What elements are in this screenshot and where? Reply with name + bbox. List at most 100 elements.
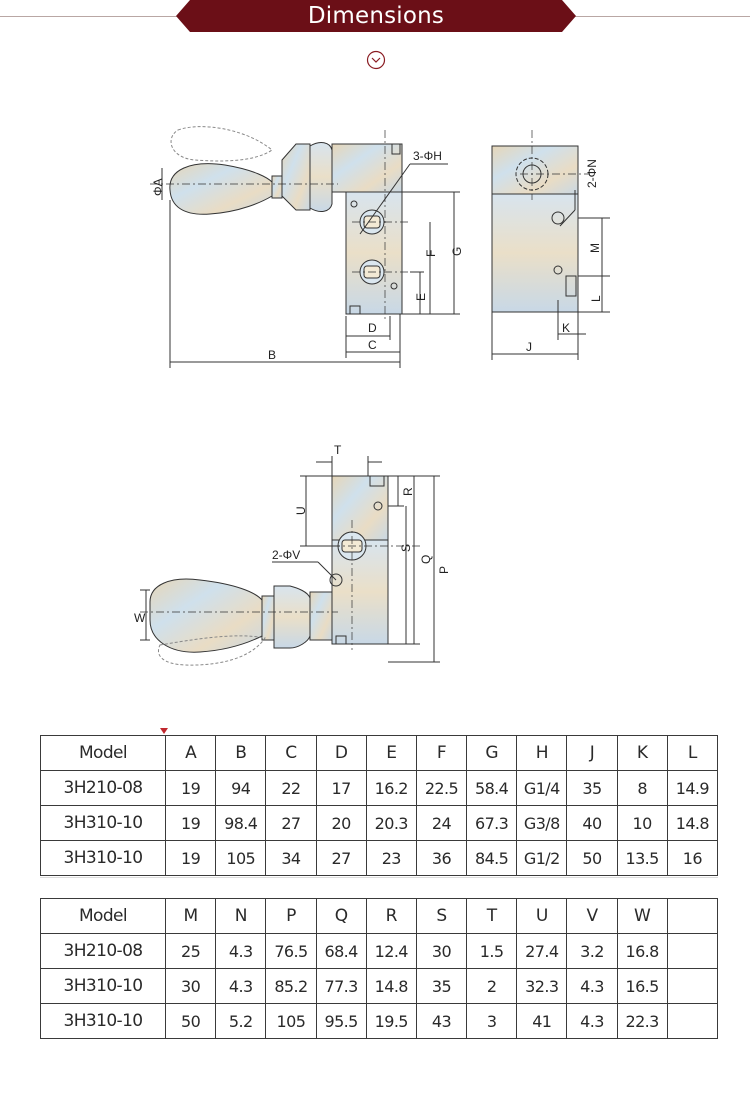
svg-text:G: G [450,247,464,256]
table-cell: 14.9 [666,770,719,806]
side-view-labels: J K L M 2-ΦN [526,159,603,354]
table-cell: 67.3 [466,805,518,841]
table-cell: 3H210-08 [40,770,166,806]
table-cell: 23 [365,840,417,876]
svg-text:U: U [294,506,308,515]
table-cell: 14.8 [666,805,719,841]
svg-text:F: F [424,250,438,257]
table-cell: 22.5 [415,770,468,806]
table-header-cell: U [516,898,568,934]
svg-text:K: K [562,321,570,335]
table-cell: 16.2 [365,770,417,806]
table-cell: 1.5 [466,933,518,969]
table-cell: 30 [164,968,217,1004]
table-header-cell: W [616,898,668,934]
top-view-labels: ΦA B C D E F G 3-ΦH [151,149,464,362]
table-cell: 43 [415,1003,468,1039]
table-cell: 8 [616,770,668,806]
table-cell: 3 [466,1003,518,1039]
table-header-cell: Model [40,898,166,934]
banner-shape [176,0,576,32]
table-divider [40,877,718,878]
front-view-labels: T U R S Q P 2-ΦV W [134,443,451,625]
table-cell: 13.5 [616,840,668,876]
dimension-table-1: Model A B C D E F G H J K L 3H210-08 19 … [40,735,719,876]
table-cell: 58.4 [466,770,518,806]
top-view [150,126,460,368]
table-cell: 3.2 [566,933,618,969]
svg-text:S: S [399,544,413,552]
table-header-cell: S [415,898,468,934]
table-cell: 40 [566,805,618,841]
table-cell: 105 [215,840,267,876]
svg-text:P: P [437,566,451,574]
svg-text:M: M [588,243,602,253]
table-cell: G1/4 [516,770,568,806]
dimension-table-2: Model M N P Q R S T U V W 3H210-08 25 4.… [40,898,719,1039]
table-cell: 27 [315,840,367,876]
table-cell: 35 [566,770,618,806]
table-header-cell: Model [40,735,166,771]
table-row: 3H310-10 30 4.3 85.2 77.3 14.8 35 2 32.3… [40,968,719,1004]
table-header-cell: B [215,735,267,771]
table-cell: 77.3 [315,968,367,1004]
table-cell: 34 [265,840,317,876]
table-cell [666,1003,719,1039]
table-cell: 4.3 [215,968,267,1004]
table-cell: 20 [315,805,367,841]
svg-text:R: R [401,487,415,496]
table-cell: 98.4 [215,805,267,841]
table-row: 3H310-10 50 5.2 105 95.5 19.5 43 3 41 4.… [40,1003,719,1039]
table-cell: 30 [415,933,468,969]
svg-text:B: B [268,348,276,362]
table-cell: 85.2 [265,968,317,1004]
side-view [491,130,610,360]
table-header-cell [666,898,719,934]
table-cell: 4.3 [215,933,267,969]
svg-text:L: L [589,295,603,302]
table-cell: 76.5 [265,933,317,969]
table-header-cell: P [265,898,317,934]
table-cell: 95.5 [315,1003,367,1039]
table-cell: 27.4 [516,933,568,969]
front-view [140,456,440,666]
table-cell: 16.8 [616,933,668,969]
table-cell [666,968,719,1004]
table-header-cell: C [265,735,317,771]
table-cell: 22 [265,770,317,806]
table-cell: 19 [164,805,217,841]
dimension-drawing: ΦA B C D E F G 3-ΦH J K L M [134,126,610,666]
table-header-cell: T [466,898,518,934]
svg-text:2-ΦN: 2-ΦN [585,159,599,188]
table-cell: 4.3 [566,1003,618,1039]
table-cell: 94 [215,770,267,806]
table-header-cell: J [566,735,618,771]
table-cell: 5.2 [215,1003,267,1039]
table-cell: 2 [466,968,518,1004]
table-header-cell: R [365,898,417,934]
table-header-cell: D [315,735,367,771]
table-header-cell: A [164,735,217,771]
table-cell: 3H310-10 [40,840,166,876]
table-cell: 24 [415,805,468,841]
table-cell: 4.3 [566,968,618,1004]
table-cell: 105 [265,1003,317,1039]
table-cell: G3/8 [516,805,568,841]
svg-text:E: E [414,293,428,301]
svg-text:C: C [368,338,377,352]
table-cell: 12.4 [365,933,417,969]
table-cell: 50 [164,1003,217,1039]
table-cell: 32.3 [516,968,568,1004]
table-header-cell: M [164,898,217,934]
table-cell: 16.5 [616,968,668,1004]
table-row: 3H210-08 25 4.3 76.5 68.4 12.4 30 1.5 27… [40,933,719,969]
table-cell: 35 [415,968,468,1004]
table-cell: 3H210-08 [40,933,166,969]
table-cell: 50 [566,840,618,876]
table-header-cell: G [466,735,518,771]
table-cell: 3H310-10 [40,1003,166,1039]
svg-text:W: W [134,611,146,625]
table-cell: 16 [666,840,719,876]
chevron-down-circle-icon[interactable] [366,50,386,70]
table-cell: 17 [315,770,367,806]
